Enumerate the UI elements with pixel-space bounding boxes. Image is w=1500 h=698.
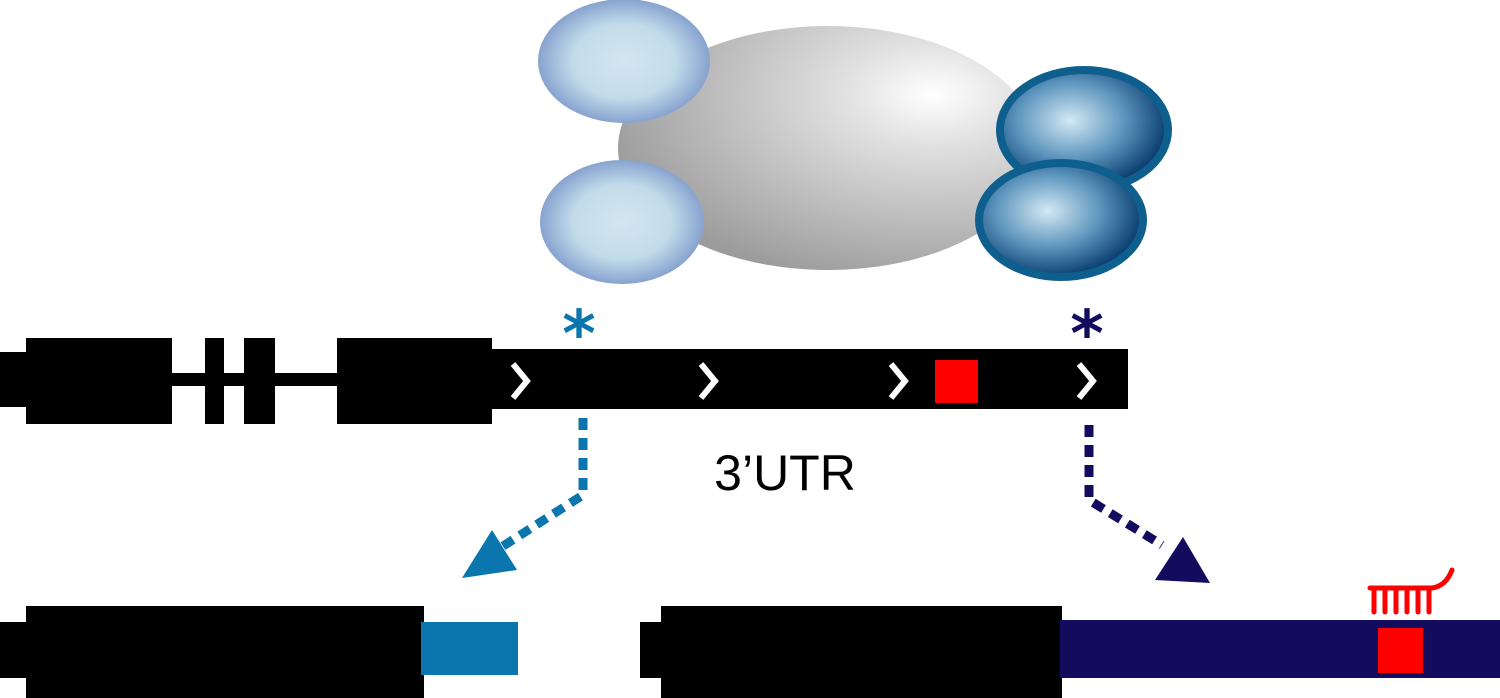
exon-3 — [244, 338, 275, 424]
chevron-right-icon — [1076, 362, 1097, 400]
distal-arrow — [1084, 425, 1210, 583]
proximal-arrowhead — [462, 530, 517, 578]
long-utr — [1060, 620, 1500, 678]
complex-subunit-bottom-right — [975, 159, 1147, 281]
utr-label: 3’UTR — [714, 445, 856, 501]
proximal-arrow — [462, 418, 588, 578]
proximal-arrow-line — [497, 418, 588, 552]
long-coding-region — [661, 606, 1062, 698]
chevron-right-icon — [510, 362, 531, 400]
short-start-stub — [0, 622, 30, 678]
complex-subunit-top-left — [538, 0, 710, 123]
chevron-right-icon — [888, 362, 909, 400]
complex-subunit-bottom-left — [540, 160, 704, 284]
polyadenylation-complex-icon — [538, 0, 1172, 284]
comb-microrna-icon — [1367, 567, 1455, 615]
distal-arrow-line — [1084, 425, 1165, 549]
isoform-long — [640, 567, 1500, 698]
regulatory-element-long — [1378, 628, 1423, 673]
gene-start-stub — [0, 352, 30, 407]
exon-2 — [205, 338, 224, 424]
isoform-short — [0, 606, 518, 698]
direction-chevrons — [510, 362, 1097, 400]
complex-core — [618, 26, 1038, 270]
distal-arrowhead — [1155, 537, 1210, 583]
short-utr — [421, 622, 518, 675]
regulatory-element — [935, 360, 978, 403]
short-coding-region — [26, 606, 424, 698]
chevron-right-icon — [698, 362, 719, 400]
exon-1 — [26, 338, 172, 424]
gene-full-length — [0, 338, 1128, 424]
utr-long — [490, 349, 1128, 409]
exon-4 — [337, 338, 492, 424]
